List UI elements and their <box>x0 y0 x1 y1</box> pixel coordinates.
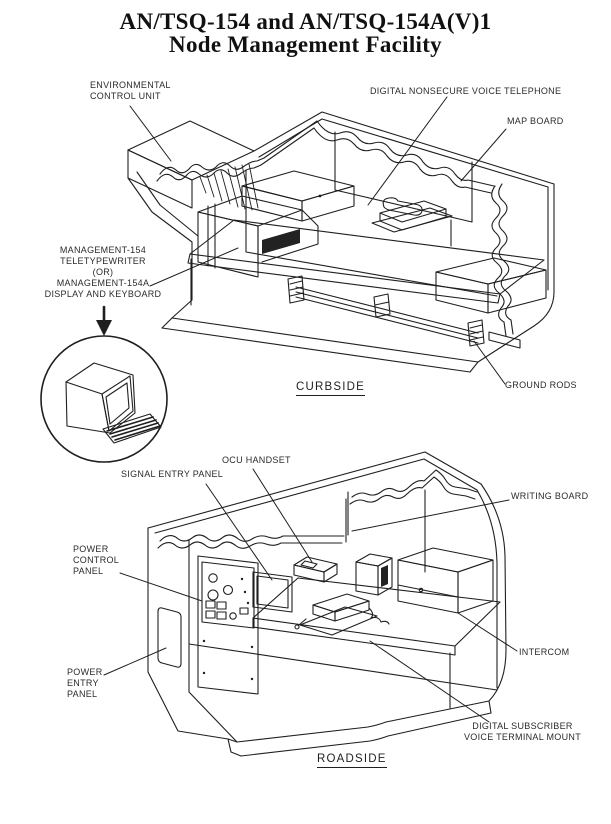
power-entry-opening <box>157 607 182 668</box>
label-signal-entry-panel: SIGNAL ENTRY PANEL <box>121 469 224 479</box>
intercom-box <box>397 547 494 614</box>
floor <box>188 643 498 757</box>
label-power-control-panel: POWER CONTROL PANEL <box>73 544 120 576</box>
power-control-panel-unit <box>197 555 259 695</box>
leader-dnvt <box>367 96 448 206</box>
figure-title-line2: Node Management Facility <box>169 32 442 57</box>
leader-power-control-panel <box>119 572 203 602</box>
label-writing-board: WRITING BOARD <box>511 491 589 501</box>
label-environmental-control-unit: ENVIRONMENTAL CONTROL UNIT <box>90 80 171 101</box>
label-map-board: MAP BOARD <box>507 116 564 126</box>
signal-entry-panel-unit <box>252 571 293 613</box>
leader-management-terminal <box>149 247 239 287</box>
leader-intercom <box>457 612 518 652</box>
leader-dsvt-mount <box>369 640 490 723</box>
terminal-monitor <box>65 362 136 434</box>
leader-power-entry-panel <box>103 647 167 676</box>
dnvt-phone <box>371 197 453 247</box>
torn-edge <box>157 469 478 549</box>
figure-title: AN/TSQ-154 and AN/TSQ-154A(V)1 Node Mana… <box>0 10 611 56</box>
label-intercom: INTERCOM <box>519 647 570 657</box>
roadside-leader-lines <box>103 468 518 723</box>
cut-wall-hatching <box>199 163 259 211</box>
label-curbside-view: CURBSIDE <box>296 381 366 396</box>
equipment-box <box>241 170 355 222</box>
leader-writing-board <box>351 499 510 532</box>
map-board-panel <box>334 131 473 223</box>
leader-map-board <box>460 128 507 182</box>
roadside-shelter-drawing <box>103 451 518 757</box>
right-wall <box>477 183 555 363</box>
dsvt-mount-unit <box>294 593 390 636</box>
inset-terminal <box>40 335 168 463</box>
leader-environmental-control-unit <box>129 105 172 162</box>
curbside-shelter-drawing <box>40 96 555 463</box>
aux-box <box>355 553 393 596</box>
curbside-leader-lines <box>129 96 507 385</box>
label-dsvt-mount: DIGITAL SUBSCRIBER VOICE TERMINAL MOUNT <box>463 721 581 742</box>
leader-signal-entry-panel <box>205 483 273 581</box>
roof-outline <box>253 111 555 188</box>
right-wall-tear <box>488 183 521 349</box>
shelter-outline <box>147 451 507 743</box>
desk-shelf <box>252 577 501 709</box>
under-desk-box <box>435 257 547 314</box>
figure-title-line1: AN/TSQ-154 and AN/TSQ-154A(V)1 <box>119 9 492 34</box>
label-roadside-view: ROADSIDE <box>317 753 387 768</box>
label-management-terminal: MANAGEMENT-154 TELETYPEWRITER (OR) MANAG… <box>44 245 162 299</box>
leader-ocu-handset <box>252 468 313 563</box>
ground-rods-rails <box>287 275 485 347</box>
label-power-entry-panel: POWER ENTRY PANEL <box>67 667 103 699</box>
left-wall <box>127 171 199 319</box>
desk-shelf <box>187 219 545 306</box>
ocu-handset-unit <box>293 556 338 583</box>
inset-arrow <box>96 305 112 336</box>
floor <box>161 317 479 373</box>
label-digital-nonsecure-voice-telephone: DIGITAL NONSECURE VOICE TELEPHONE <box>370 86 562 96</box>
torn-edge <box>156 120 495 194</box>
label-ocu-handset: OCU HANDSET <box>222 455 291 465</box>
leader-ground-rods <box>473 340 506 385</box>
label-ground-rods: GROUND RODS <box>505 380 577 390</box>
terminal-keyboard <box>102 413 162 444</box>
